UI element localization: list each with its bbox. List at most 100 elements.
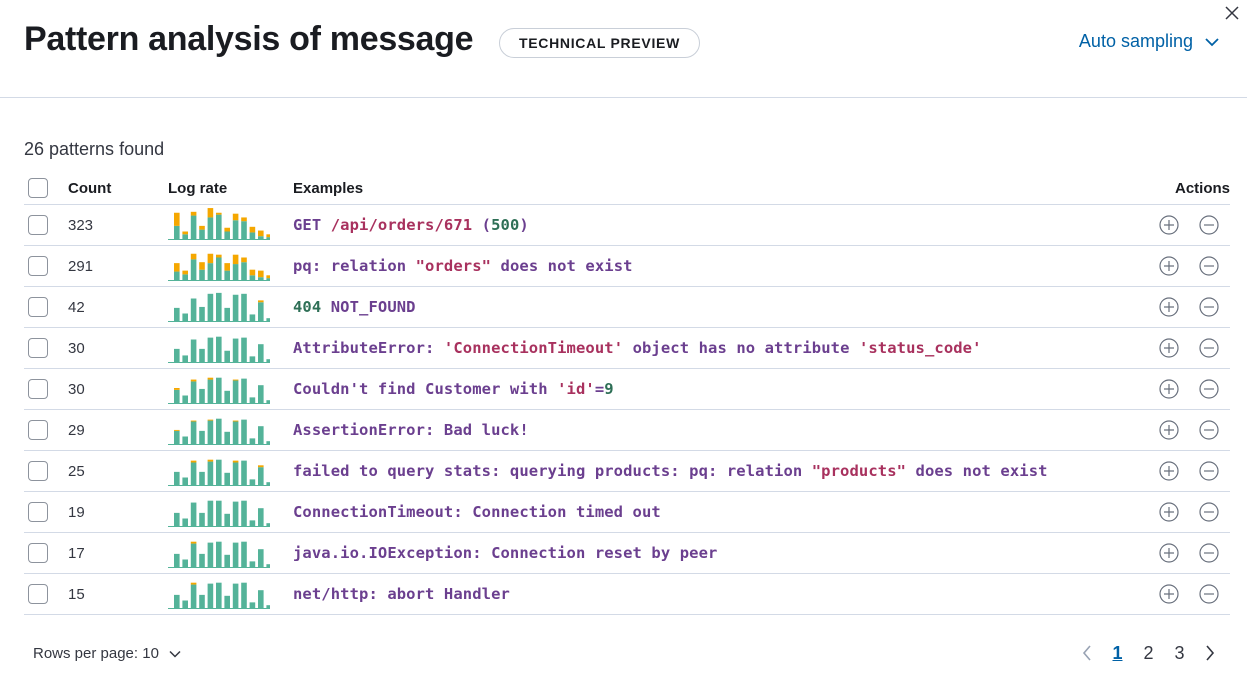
next-page-button[interactable]	[1195, 642, 1225, 664]
log-rate-bar	[258, 385, 264, 403]
log-rate-sparkline	[168, 292, 270, 322]
plus-in-circle-icon[interactable]	[1158, 378, 1180, 400]
log-rate-bar	[241, 500, 247, 526]
plus-in-circle-icon[interactable]	[1158, 337, 1180, 359]
row-checkbox[interactable]	[28, 461, 48, 481]
row-checkbox[interactable]	[28, 379, 48, 399]
log-rate-bar	[266, 400, 270, 403]
log-rate-bar	[241, 262, 247, 280]
page-button-2[interactable]: 2	[1143, 642, 1154, 663]
previous-page-button[interactable]	[1072, 642, 1102, 664]
plus-in-circle-icon[interactable]	[1158, 296, 1180, 318]
log-rate-bar	[249, 438, 256, 444]
log-rate-bar	[249, 232, 256, 239]
row-example: AttributeError: 'ConnectionTimeout' obje…	[293, 328, 982, 368]
minus-in-circle-icon[interactable]	[1198, 214, 1220, 236]
row-checkbox[interactable]	[28, 502, 48, 522]
log-rate-bar	[216, 377, 222, 403]
log-rate-bar	[249, 602, 256, 608]
select-all-checkbox[interactable]	[28, 178, 48, 198]
row-count: 25	[68, 462, 85, 480]
minus-in-circle-icon[interactable]	[1198, 583, 1220, 605]
row-checkbox[interactable]	[28, 338, 48, 358]
page-button-1[interactable]: 1	[1112, 642, 1123, 663]
log-rate-bar	[258, 236, 264, 239]
log-rate-bar	[232, 338, 239, 362]
row-count: 30	[68, 380, 85, 398]
log-rate-bar	[258, 344, 264, 362]
chevron-down-icon	[169, 650, 181, 658]
plus-in-circle-icon[interactable]	[1158, 419, 1180, 441]
log-rate-bar-secondary	[258, 270, 264, 278]
plus-in-circle-icon[interactable]	[1158, 501, 1180, 523]
log-rate-bar	[182, 518, 188, 526]
row-count: 42	[68, 298, 85, 316]
row-checkbox[interactable]	[28, 543, 48, 563]
plus-in-circle-icon[interactable]	[1158, 542, 1180, 564]
log-rate-bar	[190, 462, 197, 485]
row-checkbox[interactable]	[28, 215, 48, 235]
log-rate-bar-secondary	[232, 254, 239, 265]
log-rate-bar	[207, 217, 214, 239]
row-checkbox[interactable]	[28, 297, 48, 317]
example-token: AttributeError:	[293, 339, 444, 357]
minus-in-circle-icon[interactable]	[1198, 460, 1220, 482]
example-token: AssertionError: Bad luck!	[293, 421, 529, 439]
plus-in-circle-icon[interactable]	[1158, 583, 1180, 605]
log-rate-bar	[241, 293, 247, 321]
minus-in-circle-icon[interactable]	[1198, 419, 1220, 441]
log-rate-bar	[182, 477, 188, 485]
plus-in-circle-icon[interactable]	[1158, 214, 1180, 236]
log-rate-bar	[216, 541, 222, 567]
minus-in-circle-icon[interactable]	[1198, 255, 1220, 277]
row-example: net/http: abort Handler	[293, 574, 510, 614]
log-rate-bar	[207, 500, 214, 526]
log-rate-bar	[199, 471, 205, 485]
log-rate-bar	[232, 542, 239, 567]
technical-preview-badge: TECHNICAL PREVIEW	[499, 28, 700, 58]
auto-sampling-dropdown[interactable]: Auto sampling	[1079, 31, 1219, 52]
row-example: GET /api/orders/671 (500)	[293, 205, 529, 245]
row-count: 291	[68, 257, 94, 275]
plus-in-circle-icon[interactable]	[1158, 255, 1180, 277]
log-rate-bar	[216, 336, 222, 362]
rows-per-page-selector[interactable]: Rows per page: 10	[33, 645, 181, 662]
log-rate-bar-secondary	[232, 460, 239, 463]
minus-in-circle-icon[interactable]	[1198, 378, 1220, 400]
close-icon[interactable]	[1223, 4, 1241, 22]
log-rate-bar	[207, 542, 214, 567]
minus-in-circle-icon[interactable]	[1198, 542, 1220, 564]
column-header-count[interactable]: Count	[68, 179, 112, 197]
log-rate-bar	[199, 594, 205, 608]
log-rate-bar	[232, 421, 239, 444]
row-example: Couldn't find Customer with 'id'=9	[293, 369, 614, 409]
log-rate-bar-secondary	[224, 263, 230, 271]
log-rate-bar	[182, 600, 188, 608]
log-rate-bar	[224, 513, 230, 526]
page-button-3[interactable]: 3	[1174, 642, 1185, 663]
row-checkbox[interactable]	[28, 420, 48, 440]
log-rate-bar	[258, 277, 264, 280]
log-rate-bar	[224, 472, 230, 485]
log-rate-bar	[182, 436, 188, 444]
row-checkbox[interactable]	[28, 256, 48, 276]
log-rate-bar	[190, 543, 197, 567]
log-rate-bar	[207, 583, 214, 608]
log-rate-bar	[232, 380, 239, 403]
row-checkbox[interactable]	[28, 584, 48, 604]
log-rate-bar-secondary	[174, 263, 180, 272]
log-rate-bar	[190, 339, 197, 362]
log-rate-bar	[266, 318, 270, 321]
minus-in-circle-icon[interactable]	[1198, 501, 1220, 523]
minus-in-circle-icon[interactable]	[1198, 337, 1220, 359]
row-count: 19	[68, 503, 85, 521]
log-rate-bar	[224, 270, 230, 280]
log-rate-bar	[199, 348, 205, 362]
example-token: 9	[604, 380, 614, 398]
minus-in-circle-icon[interactable]	[1198, 296, 1220, 318]
log-rate-bar	[182, 559, 188, 567]
plus-in-circle-icon[interactable]	[1158, 460, 1180, 482]
